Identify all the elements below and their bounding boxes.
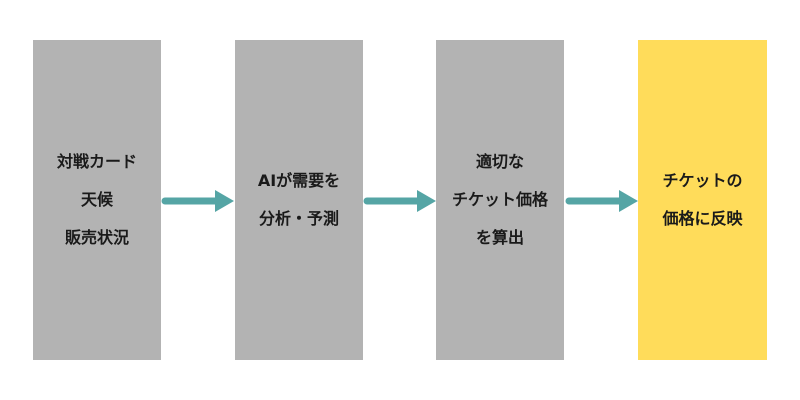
arrow-right-icon bbox=[161, 190, 234, 212]
step-text: を算出 bbox=[475, 228, 524, 247]
step-text: 価格に反映 bbox=[662, 209, 743, 228]
step-text: 適切な bbox=[475, 152, 524, 171]
step-price-calculation: 適切な チケット価格 を算出 bbox=[436, 40, 564, 360]
step-text: 天候 bbox=[80, 190, 113, 209]
step-text: チケット価格 bbox=[451, 190, 548, 209]
step-text: 分析・予測 bbox=[258, 209, 339, 228]
step-text: 販売状況 bbox=[64, 228, 129, 247]
step-text: AIが需要を bbox=[257, 171, 341, 190]
step-input-factors: 対戦カード 天候 販売状況 bbox=[33, 40, 161, 360]
arrow-right-icon bbox=[565, 190, 638, 212]
step-text: 対戦カード bbox=[56, 152, 137, 171]
arrow-right-icon bbox=[363, 190, 436, 212]
step-text: チケットの bbox=[662, 171, 743, 190]
step-ai-analysis: AIが需要を 分析・予測 bbox=[235, 40, 363, 360]
step-apply-price: チケットの 価格に反映 bbox=[638, 40, 767, 360]
